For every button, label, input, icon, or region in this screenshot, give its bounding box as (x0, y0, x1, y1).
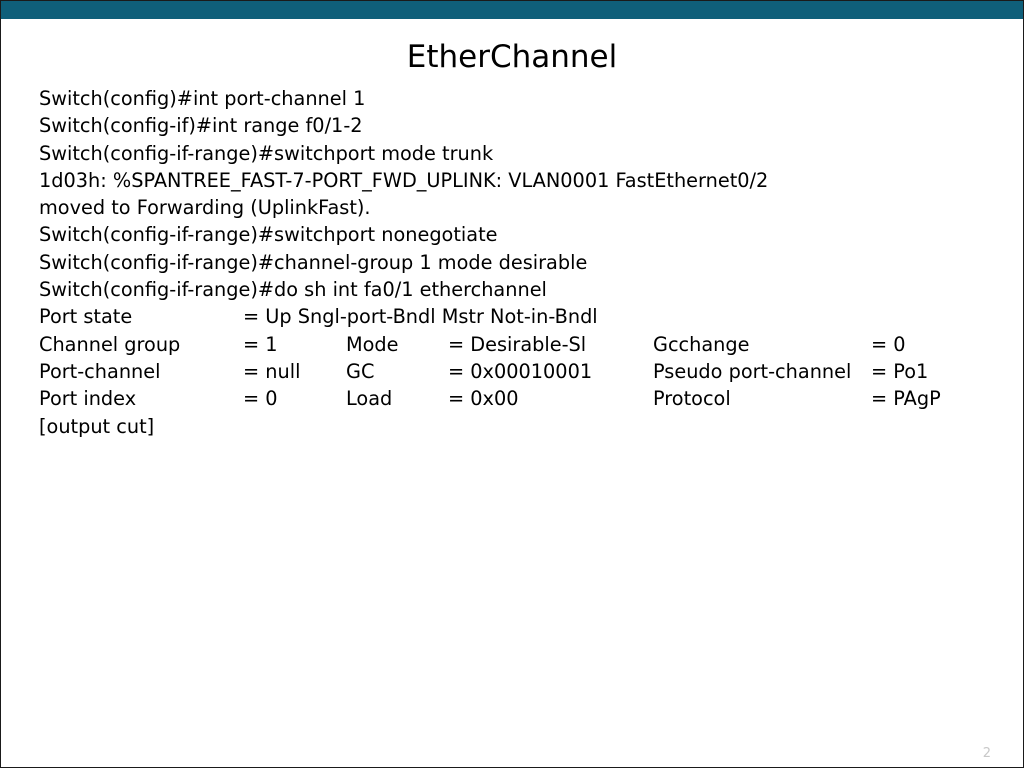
field-label: Mode (346, 332, 399, 356)
slide-header-bar (1, 1, 1023, 19)
cli-line: Switch(config-if)#int range f0/1-2 (39, 114, 363, 138)
cli-line: Switch(config-if-range)#switchport mode … (39, 141, 494, 165)
cli-line: moved to Forwarding (UplinkFast). (39, 196, 371, 220)
port-state-row: Port state = Up Sngl-port-Bndl Mstr Not-… (39, 303, 999, 330)
page-number: 2 (982, 746, 991, 761)
field-label: Gcchange (653, 332, 750, 356)
field-value: = 0 (243, 387, 278, 411)
field-label: GC (346, 359, 375, 383)
port-state-value: = Up Sngl-port-Bndl Mstr Not-in-Bndl (243, 305, 598, 329)
field-value: = 0 (871, 332, 906, 356)
field-label: Port-channel (39, 359, 161, 383)
field-label: Protocol (653, 387, 731, 411)
etherchannel-table-row: Port index = 0 Load = 0x00 Protocol = PA… (39, 385, 999, 412)
field-value: = 0x00010001 (448, 359, 593, 383)
field-value: = 0x00 (448, 387, 519, 411)
field-value: = PAgP (871, 387, 941, 411)
etherchannel-table-row: Channel group = 1 Mode = Desirable-Sl Gc… (39, 331, 999, 358)
field-label: Channel group (39, 332, 181, 356)
cli-line: Switch(config-if-range)#switchport noneg… (39, 223, 498, 247)
port-state-label: Port state (39, 305, 133, 329)
cli-line: 1d03h: %SPANTREE_FAST-7-PORT_FWD_UPLINK:… (39, 168, 769, 192)
field-value: = Po1 (871, 359, 929, 383)
field-label: Load (346, 387, 393, 411)
field-value: = 1 (243, 332, 278, 356)
cli-line: Switch(config-if-range)#do sh int fa0/1 … (39, 278, 547, 302)
output-cut-note: [output cut] (39, 414, 155, 438)
slide-title: EtherChannel (406, 39, 618, 75)
etherchannel-table-row: Port-channel = null GC = 0x00010001 Pseu… (39, 358, 999, 385)
field-value: = null (243, 359, 301, 383)
cli-line: Switch(config)#int port-channel 1 (39, 87, 366, 110)
cli-output-block: Switch(config)#int port-channel 1 Switch… (39, 85, 999, 440)
cli-line: Switch(config-if-range)#channel-group 1 … (39, 250, 588, 274)
field-label: Pseudo port-channel (653, 359, 852, 383)
field-value: = Desirable-Sl (448, 332, 587, 356)
field-label: Port index (39, 387, 137, 411)
